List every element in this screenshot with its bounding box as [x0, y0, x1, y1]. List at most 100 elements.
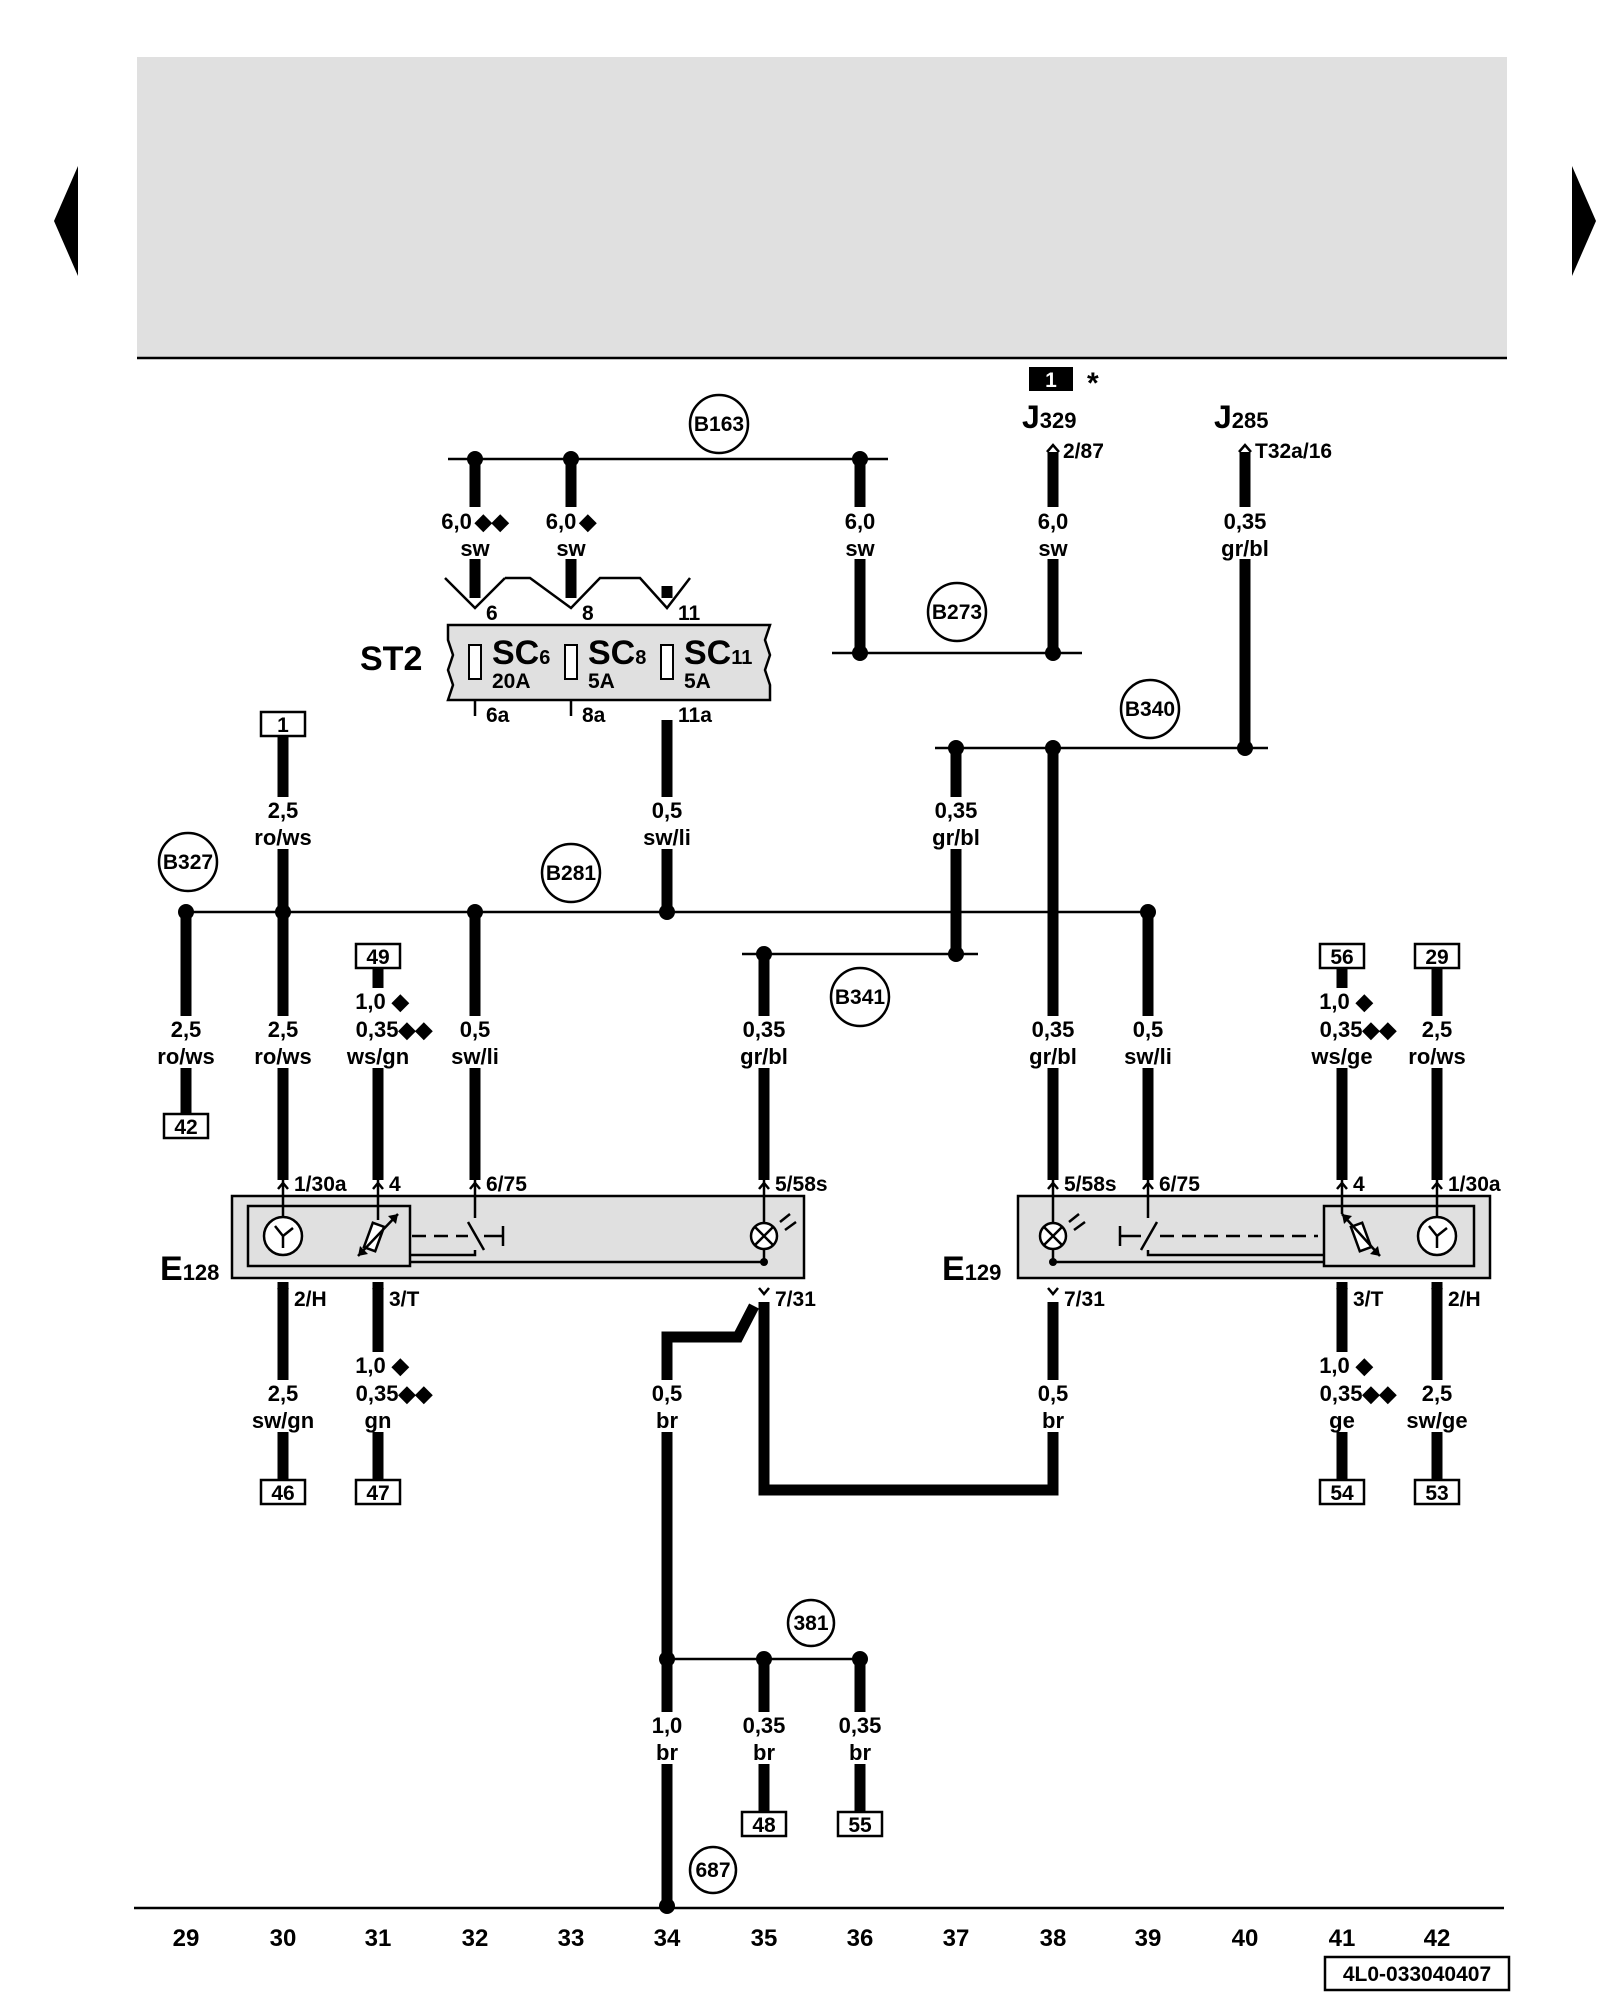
- wire-label-color: sw: [556, 536, 586, 561]
- wire-label-color: ge: [1329, 1408, 1355, 1433]
- wire-br-687: [661, 1303, 759, 1906]
- triangle-right-icon[interactable]: [1572, 166, 1596, 276]
- wire-label-color: br: [656, 1740, 678, 1765]
- column-number: 35: [751, 1925, 778, 1952]
- wire-label-size: 0,35: [743, 1017, 786, 1042]
- pin-label: 5/58s: [775, 1173, 828, 1196]
- junction-dots: [178, 451, 1253, 1914]
- wire-label-color: sw: [845, 536, 875, 561]
- fuse-sc6-pin-top: 6: [486, 602, 498, 625]
- pin-label: 2/H: [294, 1288, 327, 1311]
- wire-label-size: 0,5: [1133, 1017, 1164, 1042]
- ref-box: 47: [366, 1482, 389, 1505]
- column-numbers: 29 30 31 32 33 34 35 36 37 38 39 40 41 4…: [173, 1925, 1451, 1952]
- wire-label-size: 1,0: [652, 1713, 683, 1738]
- wire-label-size: 0,35: [839, 1713, 882, 1738]
- column-number: 36: [847, 1925, 874, 1952]
- pin-label: 3/T: [389, 1288, 420, 1311]
- wire-label-color: sw/li: [1124, 1044, 1172, 1069]
- dot: [852, 1651, 868, 1667]
- wire-label-size: 2,5: [1422, 1017, 1453, 1042]
- wire-label-size: 2,5: [268, 1017, 299, 1042]
- wire-label-size: 2,5: [1422, 1381, 1453, 1406]
- wire-label-color: gr/bl: [1221, 536, 1269, 561]
- column-number: 41: [1329, 1925, 1356, 1952]
- fuse-sc8: [564, 644, 578, 680]
- wire-label-size: 6,0◆: [546, 509, 598, 534]
- triangle-left-icon[interactable]: [54, 166, 78, 276]
- ref-box: 49: [366, 946, 389, 969]
- junction-381: 381: [793, 1612, 828, 1635]
- dot: [1045, 740, 1061, 756]
- fuse-box-name: ST2: [360, 640, 422, 678]
- wire-label-color: sw: [1038, 536, 1068, 561]
- dot: [852, 451, 868, 467]
- column-number: 39: [1135, 1925, 1162, 1952]
- junction-b281: B281: [546, 862, 597, 885]
- wire-label-size: 0,35: [1032, 1017, 1075, 1042]
- ref-box: 46: [271, 1482, 294, 1505]
- wire-label-color: sw/ge: [1406, 1408, 1467, 1433]
- fuse-sc11-pin-bottom: 11a: [678, 704, 712, 727]
- dot: [756, 1651, 772, 1667]
- junction-b163: B163: [694, 413, 744, 436]
- wire-label-size: 1,0 ◆: [1319, 989, 1374, 1014]
- column-number: 34: [654, 1925, 681, 1952]
- dot: [1237, 740, 1253, 756]
- pin-label: 7/31: [1064, 1288, 1105, 1311]
- junction-b341: B341: [835, 986, 886, 1009]
- junction-b327: B327: [163, 851, 213, 874]
- dot: [467, 451, 483, 467]
- wire-label-color: br: [656, 1408, 678, 1433]
- wire-label-color: ro/ws: [254, 1044, 311, 1069]
- dot: [563, 451, 579, 467]
- wire-label-size: 0,35◆◆: [1320, 1381, 1398, 1406]
- pin-label: 3/T: [1353, 1288, 1384, 1311]
- fuse-sc6-amps: 20A: [492, 670, 531, 693]
- fuse-sc8-label: SC8: [588, 634, 646, 672]
- pin-label: 4: [1353, 1173, 1365, 1196]
- column-number: 42: [1424, 1925, 1451, 1952]
- wire-label-color: ws/gn: [346, 1044, 409, 1069]
- header-band: [137, 57, 1507, 357]
- ref-box: 29: [1425, 946, 1448, 969]
- dot: [275, 904, 291, 920]
- fuse-sc8-pin-top: 8: [582, 602, 594, 625]
- dot: [659, 1898, 675, 1914]
- wire-label-size: 2,5: [268, 1381, 299, 1406]
- dot: [178, 904, 194, 920]
- pin-label: 6/75: [486, 1173, 527, 1196]
- switch-e128: E128 1/30a 4 6/75 5/58s 2/H 3/T 7/31: [160, 1173, 828, 1311]
- column-number: 38: [1040, 1925, 1067, 1952]
- wire-label-color: ro/ws: [157, 1044, 214, 1069]
- switch-contact-icon: [1118, 1208, 1159, 1251]
- fuse-box-st2: ST2 6 SC6 20A 6a 8 SC8 5A 8a 11 SC11 5A …: [360, 576, 772, 727]
- fuse-sc11-amps: 5A: [684, 670, 711, 693]
- relay-j285-label: J285: [1214, 399, 1269, 435]
- dot: [948, 946, 964, 962]
- wire-label-size: 0,5: [652, 1381, 683, 1406]
- switch-e129: E129 5/58s 6/75 4 1/30a 7/31 3/T 2/H: [942, 1173, 1501, 1311]
- column-number: 37: [943, 1925, 970, 1952]
- wire-label-size: 0,35◆◆: [1320, 1017, 1398, 1042]
- ref-box: 42: [174, 1116, 197, 1139]
- relay-j285: J285 T32a/16: [1214, 399, 1332, 463]
- relay-j329-pin: 2/87: [1063, 440, 1104, 463]
- pin-label: 7/31: [775, 1288, 816, 1311]
- reference-boxes: 1 42 49 56 29 46 47 54 53 48 55: [162, 710, 1461, 1838]
- component-e129-label: E129: [942, 1250, 1001, 1288]
- column-number: 32: [462, 1925, 489, 1952]
- wire-label-size: 2,5: [171, 1017, 202, 1042]
- component-e128-label: E128: [160, 1250, 219, 1288]
- junction-b340: B340: [1125, 698, 1175, 721]
- wire-labels: 6,0◆◆ sw 6,0◆ sw 6,0 sw 6,0 sw 0,35 gr/b…: [155, 507, 1472, 1765]
- ref-box: 53: [1425, 1482, 1448, 1505]
- relay-j329: J329 2/87: [1022, 399, 1104, 463]
- note-star: *: [1087, 367, 1099, 400]
- fuse-sc8-amps: 5A: [588, 670, 615, 693]
- column-number: 33: [558, 1925, 585, 1952]
- wire-label-size: 0,35: [743, 1713, 786, 1738]
- note-badge: [1029, 367, 1073, 391]
- wire-label-size: 0,5: [460, 1017, 491, 1042]
- pin-label: 4: [389, 1173, 401, 1196]
